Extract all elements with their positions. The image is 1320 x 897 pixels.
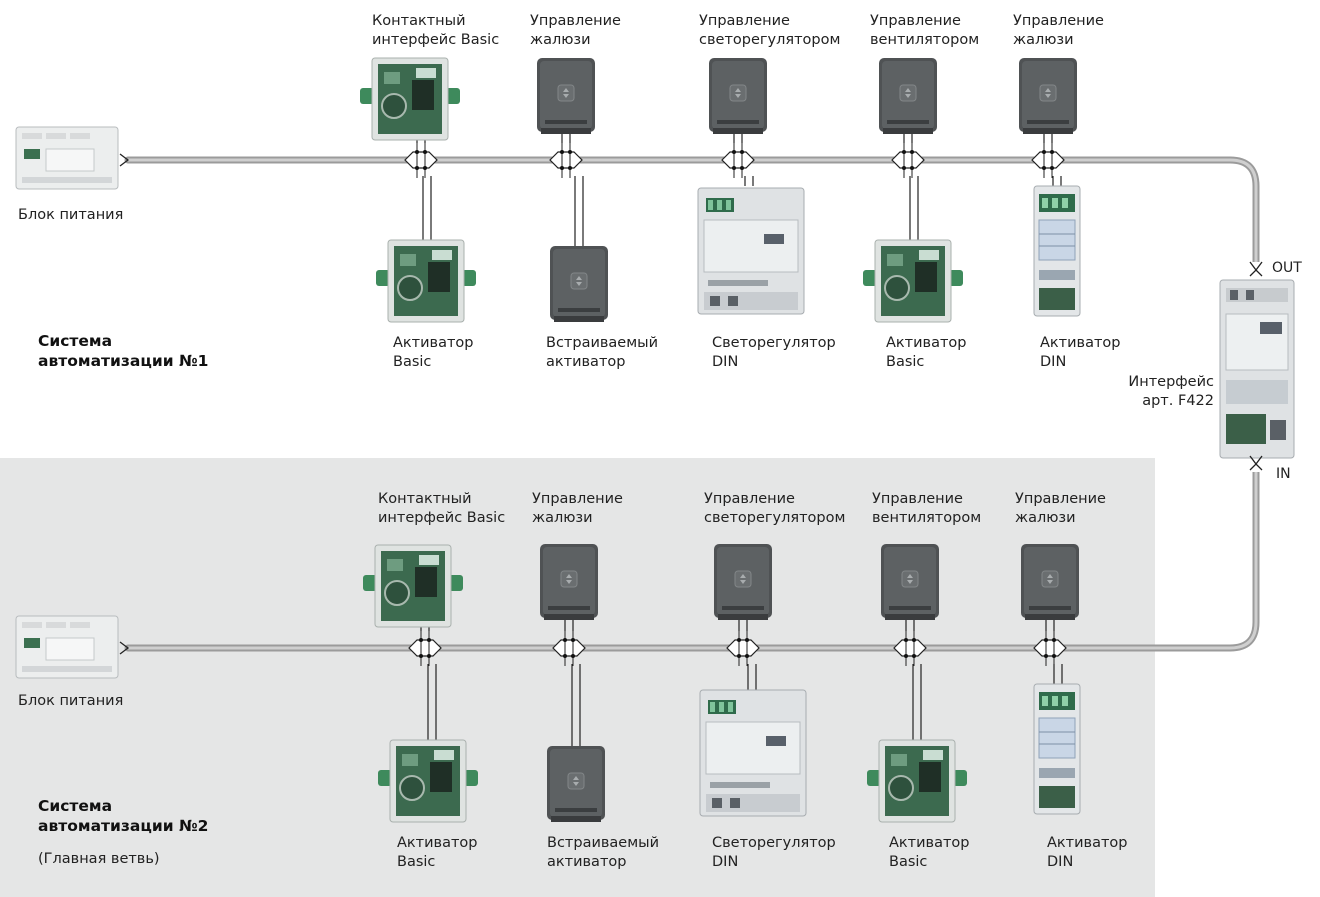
s2-bottom-label-5: Активатор DIN [1047,835,1128,870]
s2-top-label-3: Управление светорегулятором [704,491,846,526]
system1-diagram [15,57,1263,323]
interface-in-label: IN [1276,466,1291,482]
s1-top-label-2: Управление жалюзи [530,13,621,48]
s2-power-supply-label: Блок питания [18,693,124,709]
s1-top-label-5: Управление жалюзи [1013,13,1104,48]
s2-bottom-label-3: Светорегулятор DIN [712,835,836,870]
system2-background-panel [0,458,1155,897]
s2-bottom-label-2: Встраиваемый активатор [547,835,660,870]
s2-system-title: Система автоматизации №2 [38,797,209,835]
s1-system-title: Система автоматизации №1 [38,332,209,370]
s2-top-label-2: Управление жалюзи [532,491,623,526]
s1-bottom-label-5: Активатор DIN [1040,335,1121,370]
s1-bottom-label-2: Встраиваемый активатор [546,335,659,370]
s1-top-label-3: Управление светорегулятором [699,13,841,48]
s2-system-subtitle: (Главная ветвь) [38,851,160,867]
s2-top-label-1: Контактный интерфейс Basic [378,491,506,526]
s1-bottom-label-1: Активатор Basic [393,335,474,370]
s1-power-supply-label: Блок питания [18,207,124,223]
interface-out-label: OUT [1272,260,1302,276]
s2-top-label-5: Управление жалюзи [1015,491,1106,526]
s2-bottom-label-1: Активатор Basic [397,835,478,870]
s1-bottom-label-4: Активатор Basic [886,335,967,370]
s2-bottom-label-4: Активатор Basic [889,835,970,870]
system2-diagram [15,472,1260,823]
s1-bottom-label-3: Светорегулятор DIN [712,335,836,370]
s1-top-label-1: Контактный интерфейс Basic [372,13,500,48]
interface-label: Интерфейс арт. F422 [1128,374,1214,409]
s1-top-label-4: Управление вентилятором [870,13,980,48]
s2-top-label-4: Управление вентилятором [872,491,982,526]
